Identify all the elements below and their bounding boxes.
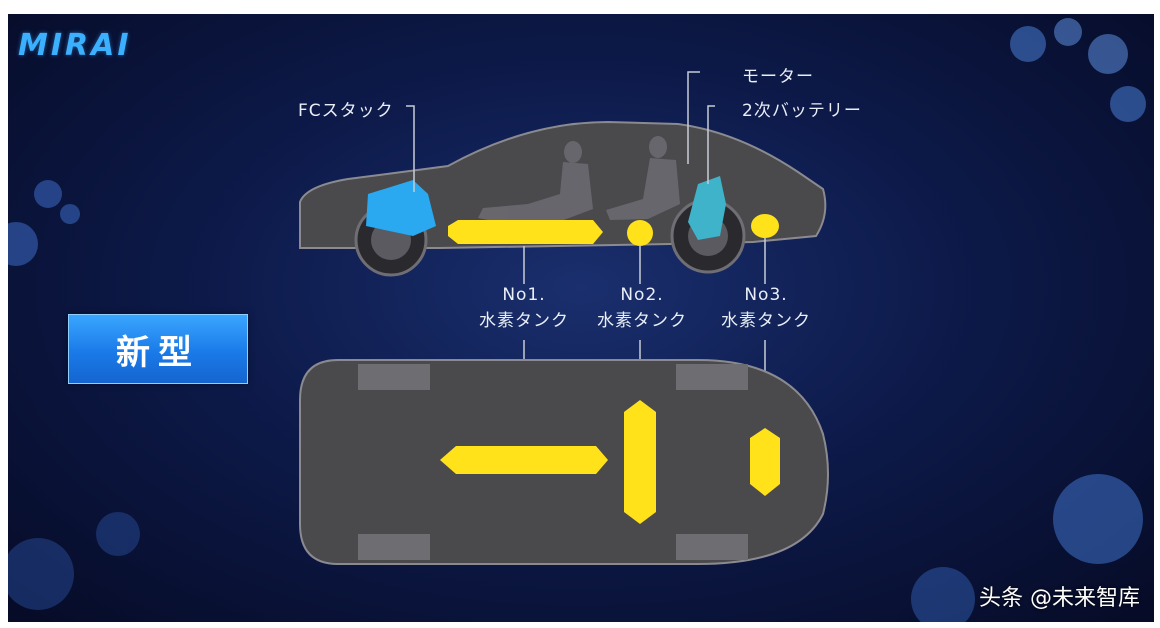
motor-label: モーター <box>742 67 814 87</box>
tank-2-name: 水素タンク <box>597 311 687 331</box>
tank-1-name: 水素タンク <box>479 311 569 331</box>
tank-3-number: No3. <box>744 285 788 305</box>
watermark-text: 头条 @未来智库 <box>979 586 1140 611</box>
tank-1-top <box>440 446 608 474</box>
mirai-logo: MIRAI <box>18 28 132 63</box>
tank-2-number: No2. <box>620 285 664 305</box>
tire-front-left <box>358 364 430 390</box>
tank-3-side <box>751 214 779 238</box>
tire-rear-left <box>676 364 748 390</box>
fc-stack-component <box>366 180 436 236</box>
new-model-badge: 新型 <box>68 314 248 384</box>
fc-stack-label: FCスタック <box>298 101 394 121</box>
tank-2-label: No2. 水素タンク <box>586 282 698 334</box>
tire-front-right <box>358 534 430 560</box>
battery-component <box>688 176 726 240</box>
tank-2-top <box>624 400 656 524</box>
molecule-decoration <box>8 18 1146 622</box>
top-view-car <box>299 359 829 565</box>
battery-label: 2次バッテリー <box>742 101 862 121</box>
diagram-canvas: MIRAI FCスタック モーター 2次バッテリー No1. 水素タンク No2… <box>8 14 1154 622</box>
diagram-graphics <box>8 18 1146 622</box>
tank-1-label: No1. 水素タンク <box>468 282 580 334</box>
tank-3-top <box>750 428 780 496</box>
tank-2-side <box>627 220 653 246</box>
side-view-car <box>299 120 827 277</box>
tank-3-name: 水素タンク <box>721 311 811 331</box>
tire-rear-right <box>676 534 748 560</box>
tank-1-number: No1. <box>502 285 546 305</box>
tank-1-side <box>448 220 603 244</box>
tank-3-label: No3. 水素タンク <box>710 282 822 334</box>
